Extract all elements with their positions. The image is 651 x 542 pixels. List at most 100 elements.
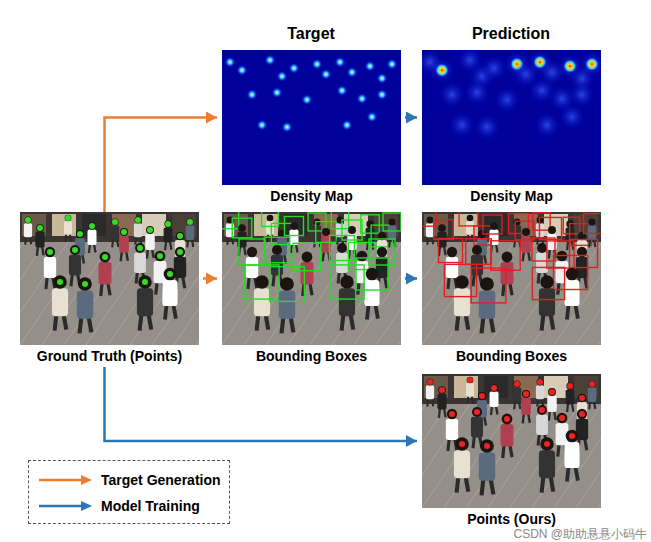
person-leg <box>64 234 67 242</box>
person-head <box>480 277 494 291</box>
person-leg <box>80 317 82 333</box>
head-box <box>438 238 462 262</box>
person-leg <box>549 411 550 421</box>
head-box <box>515 221 534 240</box>
person-leg <box>496 244 498 253</box>
shop-window <box>142 214 166 236</box>
person-leg <box>510 283 512 295</box>
person-body <box>111 225 119 240</box>
head-box <box>383 213 401 231</box>
person-head <box>138 275 152 289</box>
person-head <box>146 226 154 234</box>
person-head <box>566 430 579 443</box>
legend-text: Target Generation <box>101 472 221 488</box>
image-panel: Density Map <box>218 50 405 204</box>
head-point <box>157 253 163 259</box>
tile-line <box>398 242 401 345</box>
person-leg <box>37 247 38 256</box>
tile-line <box>532 404 601 508</box>
person-leg <box>466 314 469 329</box>
person-leg <box>310 283 312 295</box>
person-leg <box>572 403 573 411</box>
person-body <box>366 227 375 242</box>
legend-arrow <box>37 500 93 512</box>
person-leg <box>186 239 189 247</box>
flow-arrow <box>203 277 217 280</box>
pavement <box>422 374 601 508</box>
person-head <box>176 232 185 241</box>
person-leg <box>111 239 114 247</box>
person-head <box>540 275 554 289</box>
person-leg <box>473 274 474 286</box>
person-leg <box>126 252 128 261</box>
head-box <box>466 239 492 265</box>
density-peak <box>282 122 293 133</box>
person-body <box>454 450 470 478</box>
person-leg <box>248 277 249 289</box>
person-leg <box>538 272 539 284</box>
panel-caption: Bounding Boxes <box>418 348 605 364</box>
person-head <box>164 268 177 281</box>
person-head <box>472 407 482 417</box>
pavement <box>20 212 199 345</box>
tile-line <box>86 242 156 345</box>
density-peak <box>321 69 332 80</box>
person-head <box>70 245 80 255</box>
person-leg <box>121 252 122 262</box>
head-box <box>356 258 388 290</box>
person-head <box>522 228 530 236</box>
person-head <box>302 252 313 263</box>
person-body <box>77 290 93 318</box>
person-body <box>521 236 531 253</box>
shop-window <box>544 376 568 398</box>
shopfront <box>422 374 601 404</box>
person-head <box>588 218 595 225</box>
person-leg <box>496 406 498 415</box>
image-panel: Density Map <box>418 50 605 204</box>
person-leg <box>566 241 569 250</box>
person-leg <box>140 314 142 330</box>
person-leg <box>165 304 167 319</box>
person-head <box>111 218 118 225</box>
tile-line <box>422 242 426 345</box>
person-leg <box>444 247 446 256</box>
person-leg <box>244 247 246 256</box>
person-leg <box>338 272 339 284</box>
density-blob <box>494 87 520 113</box>
person-body <box>175 240 185 258</box>
density-blob <box>534 112 560 138</box>
person-head <box>467 215 474 222</box>
density-map <box>222 50 401 185</box>
person-head <box>467 377 474 384</box>
person-leg <box>457 314 459 330</box>
person-body <box>471 417 483 438</box>
head-box <box>532 267 564 299</box>
person-body <box>521 398 531 415</box>
person-head <box>135 217 142 224</box>
density-map <box>422 50 601 185</box>
person-body <box>490 392 499 408</box>
person-leg <box>528 252 530 261</box>
legend-line <box>39 479 83 482</box>
person-leg <box>117 239 118 247</box>
person-leg <box>439 409 440 418</box>
shop-window <box>52 214 76 236</box>
head-point <box>112 219 118 225</box>
person-leg <box>30 236 31 244</box>
person-body <box>364 280 379 306</box>
density-ground <box>422 50 601 185</box>
person-leg <box>510 445 512 457</box>
person-leg <box>558 282 559 295</box>
shopfront <box>20 212 199 242</box>
person-body <box>186 225 194 240</box>
person-head <box>537 243 547 253</box>
density-peak <box>337 85 348 96</box>
person-head <box>490 222 498 230</box>
person-leg <box>388 239 391 247</box>
head-box <box>316 222 337 243</box>
head-point <box>121 229 127 235</box>
head-box <box>232 218 252 238</box>
tile-line <box>554 404 601 508</box>
density-peak <box>357 93 368 104</box>
person-head <box>566 382 573 389</box>
